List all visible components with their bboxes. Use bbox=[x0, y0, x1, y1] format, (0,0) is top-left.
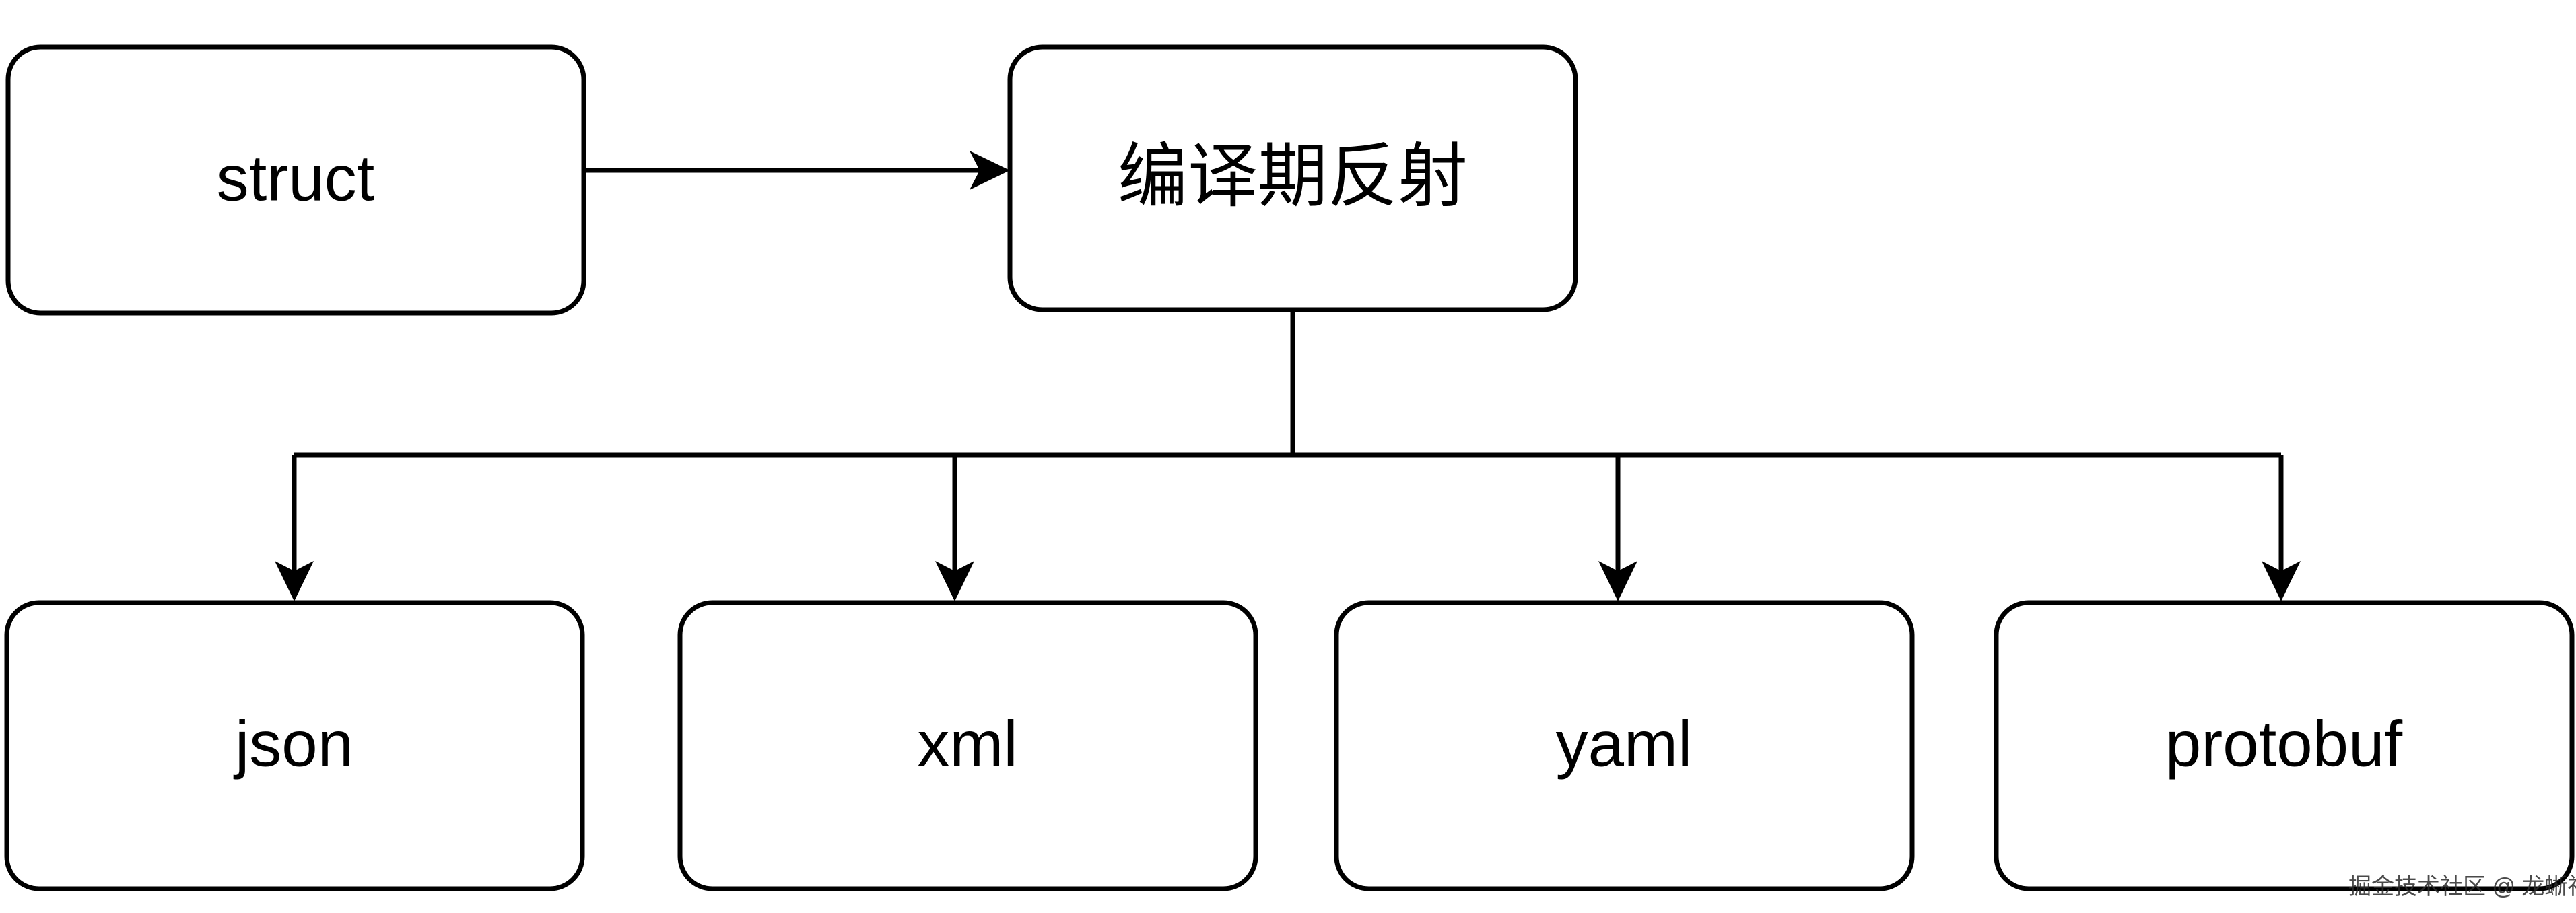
node-xml-label: xml bbox=[917, 708, 1017, 780]
node-reflection-label: 编译期反射 bbox=[1118, 137, 1468, 215]
node-struct-label: struct bbox=[217, 142, 375, 214]
node-reflection-shape[interactable] bbox=[1007, 44, 1578, 312]
node-json-label: json bbox=[233, 708, 353, 780]
edge-reflection-to-yaml bbox=[1598, 455, 1637, 601]
edges-layer bbox=[275, 151, 2301, 601]
edge-reflection-to-json-arrowhead bbox=[275, 561, 314, 601]
node-yaml-shape[interactable] bbox=[1334, 600, 1915, 891]
node-reflection[interactable]: 编译期反射 bbox=[1007, 44, 1578, 312]
node-json[interactable]: json bbox=[4, 600, 585, 891]
node-yaml-label: yaml bbox=[1556, 708, 1693, 780]
edge-reflection-trunk bbox=[294, 310, 2281, 458]
edge-reflection-to-xml bbox=[935, 455, 974, 601]
nodes-layer: struct 编译期反射 json xml yaml bbox=[4, 44, 2575, 891]
node-protobuf-shape[interactable] bbox=[1994, 600, 2575, 891]
edge-struct-to-reflection-arrowhead bbox=[970, 151, 1010, 190]
edge-reflection-to-xml-arrowhead bbox=[935, 561, 974, 601]
node-yaml[interactable]: yaml bbox=[1334, 600, 1915, 891]
watermark-label: 掘金技术社区 @ 龙蜥社区 bbox=[2348, 874, 2576, 900]
edge-struct-to-reflection bbox=[584, 151, 1010, 190]
edge-reflection-to-protobuf bbox=[2262, 455, 2301, 601]
node-struct[interactable]: struct bbox=[5, 44, 586, 316]
edge-reflection-to-yaml-arrowhead bbox=[1598, 561, 1637, 601]
node-protobuf-label: protobuf bbox=[2165, 708, 2403, 780]
node-json-shape[interactable] bbox=[4, 600, 585, 891]
watermark: 掘金技术社区 @ 龙蜥社区 bbox=[2348, 874, 2576, 900]
edge-reflection-to-json bbox=[275, 455, 314, 601]
node-xml-shape[interactable] bbox=[677, 600, 1258, 891]
node-xml[interactable]: xml bbox=[677, 600, 1258, 891]
node-struct-shape[interactable] bbox=[5, 44, 586, 316]
edge-reflection-to-protobuf-arrowhead bbox=[2262, 561, 2301, 601]
node-protobuf[interactable]: protobuf bbox=[1994, 600, 2575, 891]
